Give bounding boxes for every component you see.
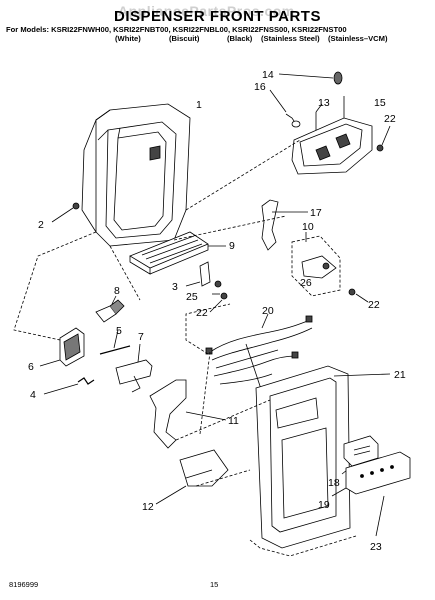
part-2-screw bbox=[51, 202, 80, 223]
part-20-wire-harness bbox=[205, 313, 313, 393]
part-3-switch bbox=[185, 261, 228, 313]
part-15-ice-door-housing bbox=[291, 96, 373, 175]
callout-2: 2 bbox=[38, 219, 44, 231]
callout-19: 19 bbox=[318, 499, 330, 511]
callout-15: 15 bbox=[374, 97, 386, 109]
callout-8: 8 bbox=[114, 285, 120, 297]
part-10-lever-assembly bbox=[291, 232, 369, 303]
part-13-pin bbox=[315, 103, 323, 130]
part-14-paddle bbox=[278, 71, 343, 85]
part-12-funnel bbox=[155, 449, 229, 505]
callout-6: 6 bbox=[28, 361, 34, 373]
callout-13: 13 bbox=[318, 97, 330, 109]
part-18-button-panel bbox=[341, 435, 379, 475]
part-6-lamp-cover bbox=[39, 327, 85, 367]
callout-22-top: 22 bbox=[384, 113, 396, 125]
part-17-bracket bbox=[261, 199, 308, 251]
callout-20: 20 bbox=[262, 305, 274, 317]
part-23-leader bbox=[375, 495, 385, 537]
document-number: 8196999 bbox=[9, 580, 39, 589]
part-16-spring bbox=[269, 89, 301, 128]
callout-17: 17 bbox=[310, 207, 322, 219]
callout-5: 5 bbox=[116, 325, 122, 337]
color-black: (Black) bbox=[227, 34, 253, 43]
color-white: (White) bbox=[115, 34, 141, 43]
color-biscuit: (Biscuit) bbox=[169, 34, 200, 43]
part-7-actuator bbox=[115, 343, 153, 393]
callout-25: 25 bbox=[186, 291, 198, 303]
color-stainless-vcm: (Stainless–VCM) bbox=[328, 34, 388, 43]
callout-11: 11 bbox=[228, 415, 239, 427]
callout-7: 7 bbox=[138, 331, 144, 343]
part-9-drip-tray bbox=[129, 231, 226, 275]
callout-9: 9 bbox=[229, 240, 235, 252]
part-21-front-panel bbox=[255, 365, 391, 549]
watermark: AppliancePartsPros.com bbox=[118, 3, 295, 19]
callout-3: 3 bbox=[172, 281, 178, 293]
callout-16: 16 bbox=[254, 81, 266, 93]
callout-14: 14 bbox=[262, 69, 274, 81]
callout-1: 1 bbox=[196, 99, 202, 111]
models-line: For Models: KSRI22FNWH00, KSRI22FNBT00, … bbox=[6, 25, 347, 34]
callout-12: 12 bbox=[142, 501, 154, 513]
part-19-control-overlay bbox=[331, 451, 411, 497]
callout-26: 26 bbox=[300, 277, 312, 289]
part-4-spring bbox=[43, 377, 95, 395]
part-5-rod bbox=[99, 329, 131, 355]
page-title: DISPENSER FRONT PARTS bbox=[114, 8, 321, 25]
part-11-chute-lever bbox=[149, 379, 227, 449]
color-stainless-steel: (Stainless Steel) bbox=[261, 34, 320, 43]
callout-21: 21 bbox=[394, 369, 406, 381]
callout-23: 23 bbox=[370, 541, 382, 553]
callout-4: 4 bbox=[30, 389, 36, 401]
part-8-bulb bbox=[95, 295, 125, 323]
callout-22-right: 22 bbox=[368, 299, 380, 311]
callout-10: 10 bbox=[302, 221, 314, 233]
part-1-housing bbox=[81, 103, 191, 247]
callout-22-mid: 22 bbox=[196, 307, 208, 319]
part-22-screw-top bbox=[376, 125, 391, 152]
callout-18: 18 bbox=[328, 477, 340, 489]
page-number: 15 bbox=[210, 580, 219, 589]
assembly-guide-lines bbox=[13, 139, 357, 557]
